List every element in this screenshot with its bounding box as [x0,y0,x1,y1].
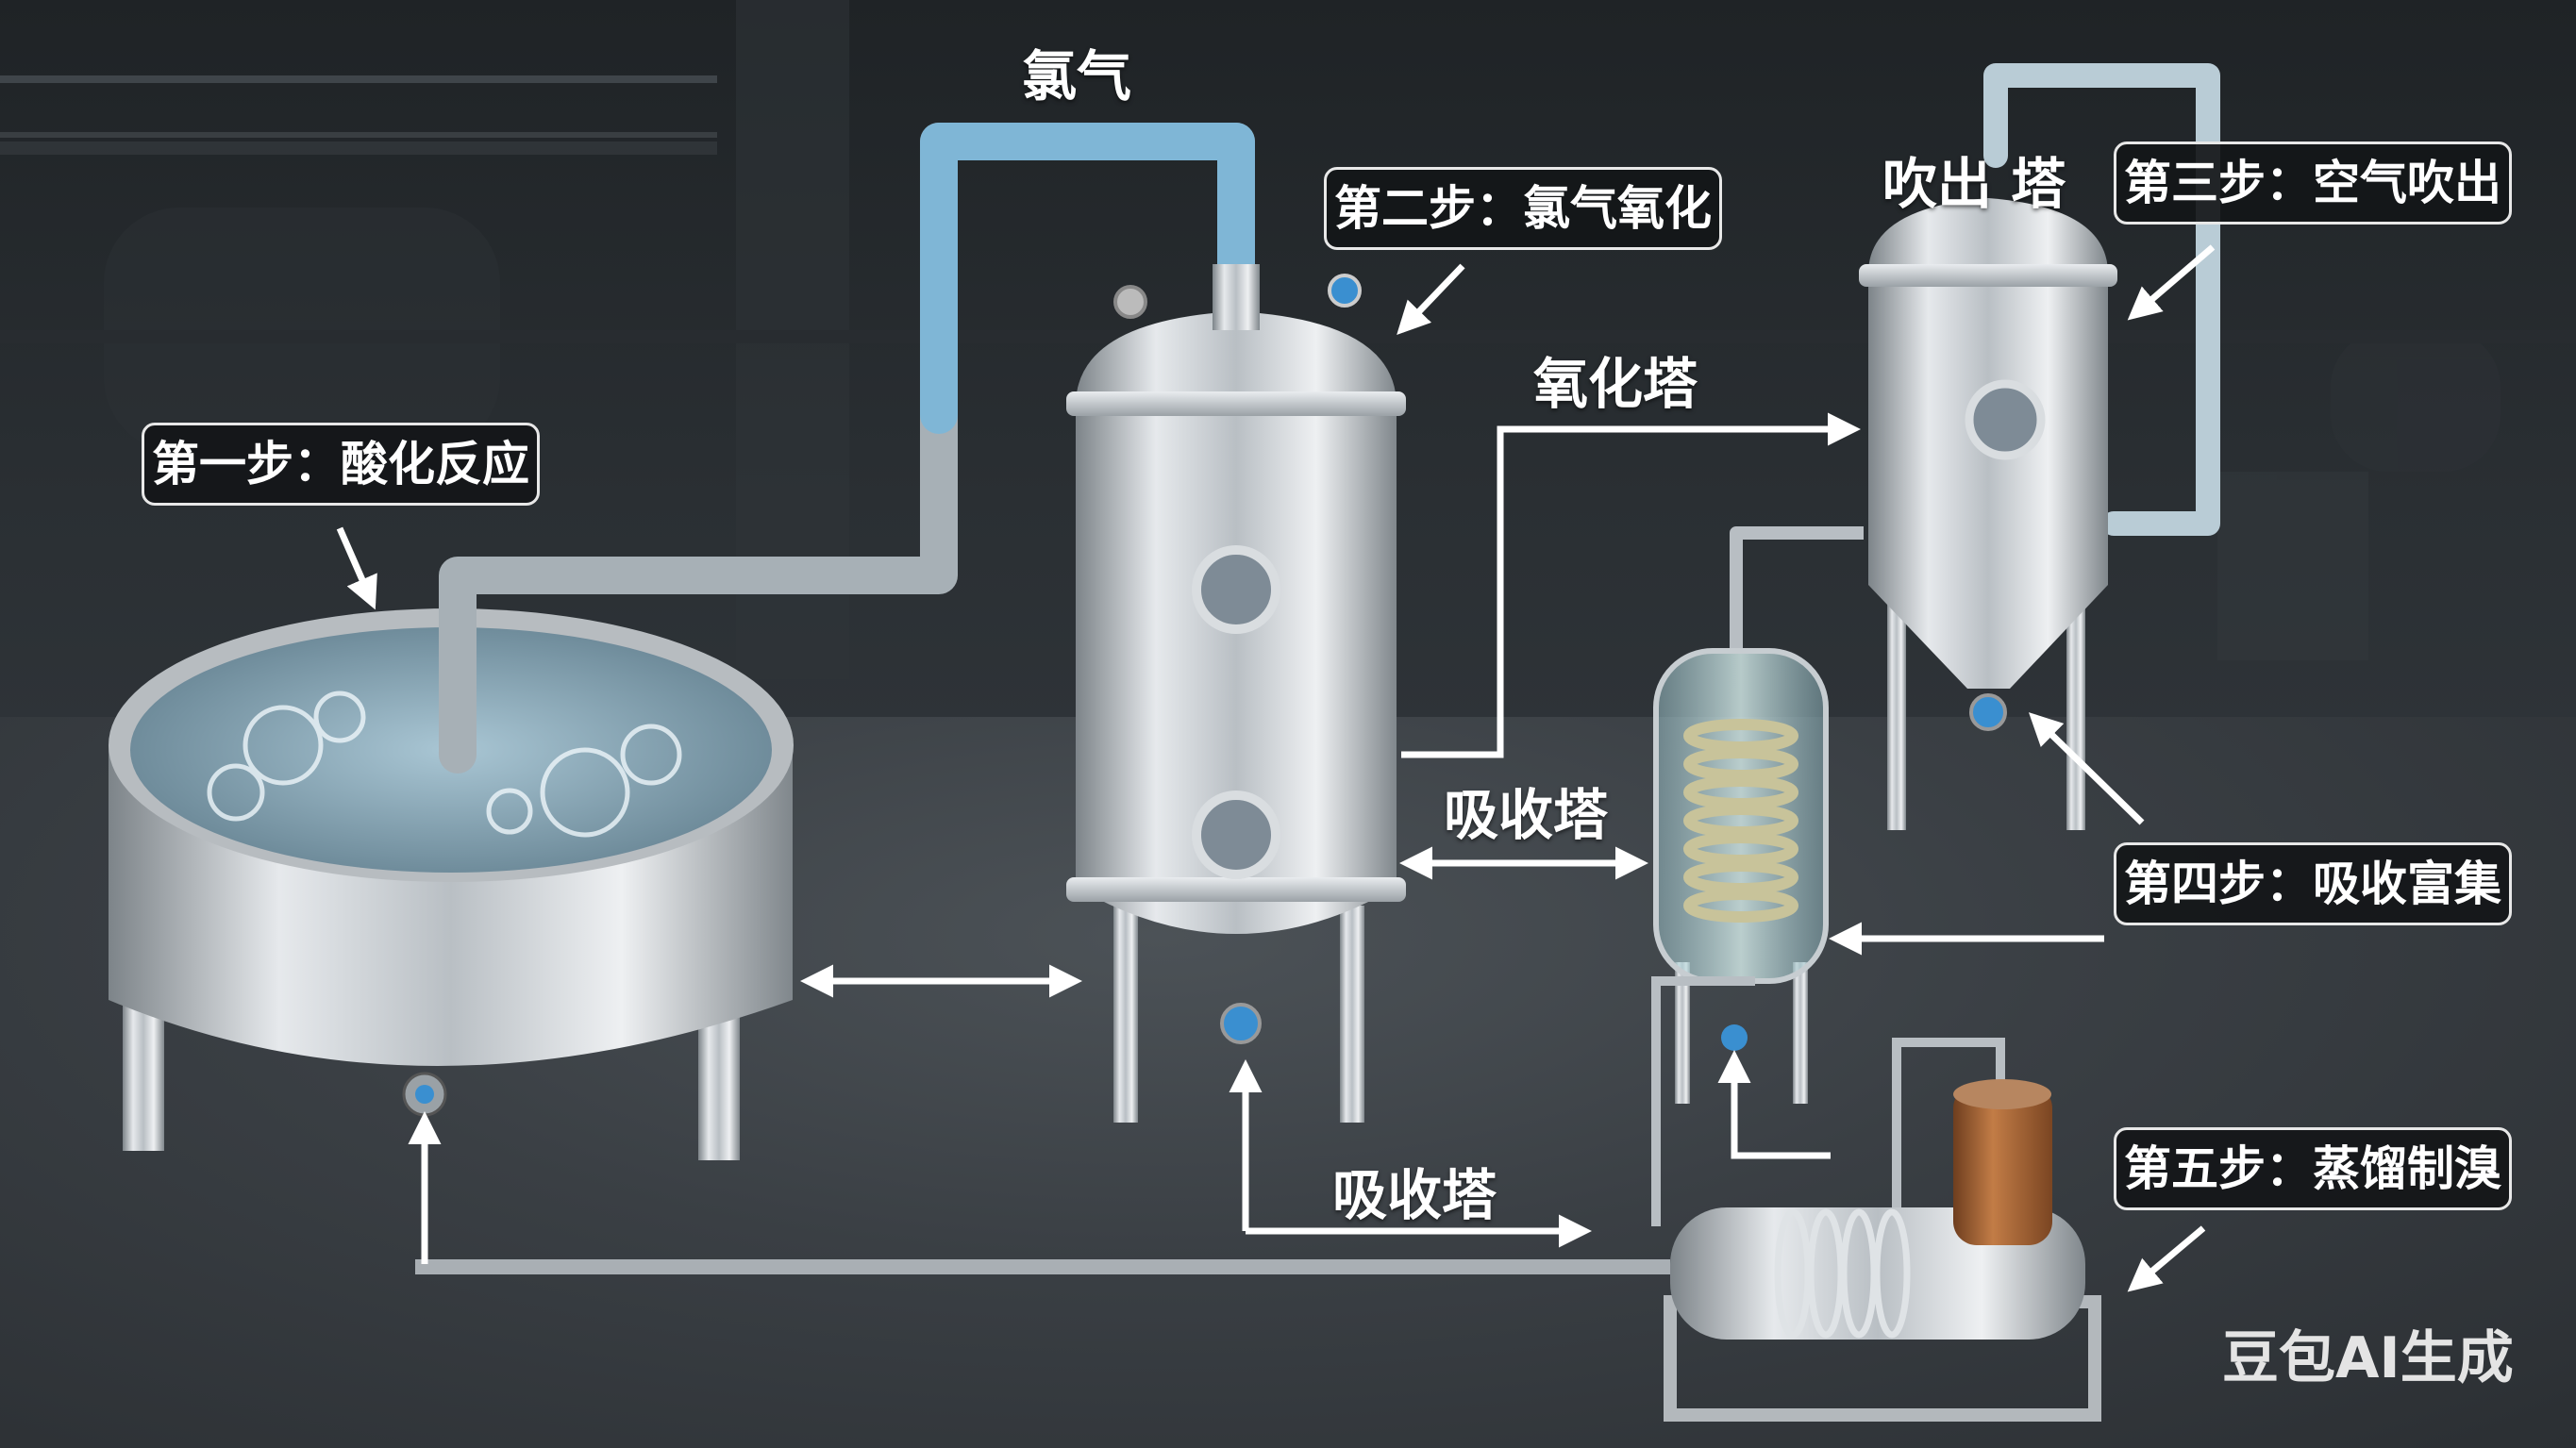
absorption-tower-label-lower: 吸收塔 [1332,1163,1497,1227]
blow-out-tower-label: 吹出 塔 [1882,152,2066,216]
pointer-step3 [2127,244,2216,321]
oxidation-tower-label: 氧化塔 [1533,352,1698,416]
absorption-tower-label-upper: 吸收塔 [1444,783,1609,847]
arrow-oxidation-to-blowout [1401,412,1861,758]
step2-label: 第二步：氯气氧化 [1324,167,1722,250]
step3-label: 第三步：空气吹出 [2114,141,2512,225]
pointer-step4 [2028,712,2145,825]
flow-arrows [336,244,2216,1292]
pointer-step2 [1397,263,1465,336]
step5-label: 第五步：蒸馏制溴 [2114,1127,2512,1210]
ai-watermark: 豆包AI生成 [2222,1325,2514,1391]
distillation-unit [415,976,2101,1422]
absorption-tower [1653,526,1864,1104]
step4-label: 第四步：吸收富集 [2114,842,2512,925]
oxidation-tower [1066,264,1406,1123]
blow-out-tower [1859,63,2220,830]
chlorine-label: 氯气 [1022,44,1132,108]
step1-label: 第一步：酸化反应 [142,423,540,506]
pointer-step1 [336,526,377,610]
arrow-blowout-to-absorption [1835,939,2104,941]
pointer-step5 [2127,1225,2206,1292]
chlorine-pipe [439,123,1255,774]
